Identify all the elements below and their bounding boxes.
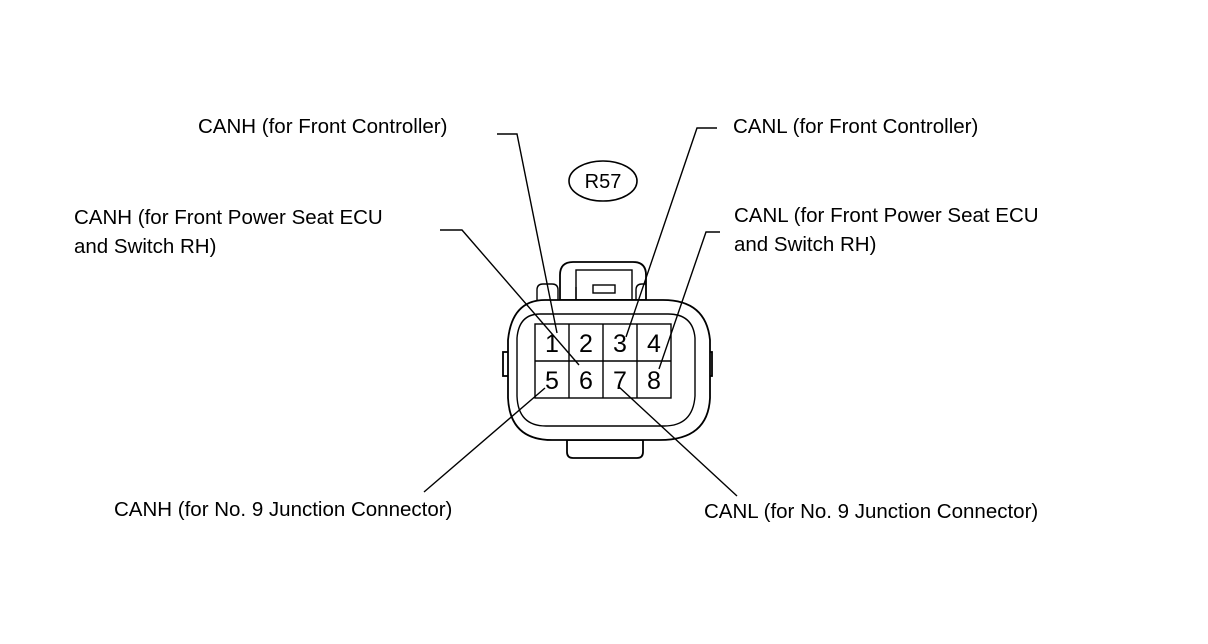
pin-8: 8 [647,367,661,395]
pin-2: 2 [579,330,593,358]
connector-body [502,261,713,459]
connector-id-text: R57 [585,171,622,193]
leader-pin3 [625,127,717,338]
leader-pin8 [658,231,720,370]
label-pin6-line2: and Switch RH) [74,235,216,258]
pin-3: 3 [613,330,627,358]
label-pin8-line2: and Switch RH) [734,233,876,256]
leader-pin7 [618,386,738,497]
leader-lines [423,127,738,497]
pin-7: 7 [613,367,627,395]
label-pin3: CANL (for Front Controller) [733,115,978,138]
labels: CANH (for Front Controller) CANL (for Fr… [74,115,1039,523]
label-pin8-line1: CANL (for Front Power Seat ECU [734,204,1039,227]
label-pin6-line1: CANH (for Front Power Seat ECU [74,206,383,229]
pin-numbers: 1 2 3 4 5 6 7 8 [545,330,661,395]
leader-pin5 [423,387,546,493]
pin-4: 4 [647,330,661,358]
connector-id-badge: R57 [568,160,638,202]
leader-pin6 [440,229,580,366]
leader-pin1 [497,133,558,334]
pin-6: 6 [579,367,593,395]
pin-5: 5 [545,367,559,395]
label-pin7: CANL (for No. 9 Junction Connector) [704,500,1038,523]
label-pin5: CANH (for No. 9 Junction Connector) [114,498,452,521]
label-pin1: CANH (for Front Controller) [198,115,447,138]
